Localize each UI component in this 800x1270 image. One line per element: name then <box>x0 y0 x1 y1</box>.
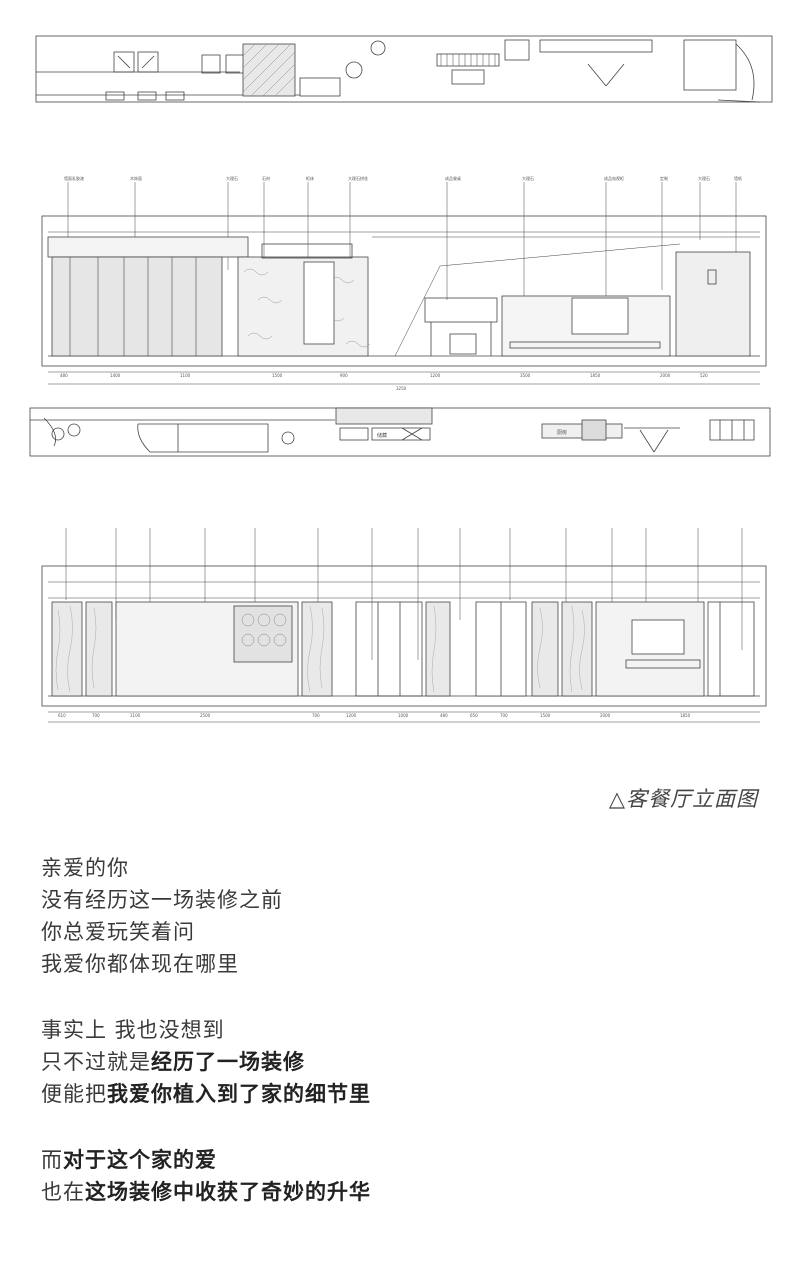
elevation-1: 墙面乳胶漆 木饰面 大理石 石材 柜体 大理石拼花 成品餐桌 大理石 成品电视柜 定制 大… <box>41 175 767 391</box>
svg-text:柜体: 柜体 <box>306 175 314 181</box>
poem-line: 也在这场装修中收获了奇妙的升华 <box>41 1180 371 1204</box>
svg-text:2000: 2000 <box>600 713 611 718</box>
svg-text:2500: 2500 <box>200 713 211 718</box>
svg-text:定制: 定制 <box>660 175 668 181</box>
svg-text:3500: 3500 <box>520 373 531 378</box>
svg-text:大理石: 大理石 <box>698 175 710 181</box>
svg-text:650: 650 <box>470 713 478 718</box>
poem-line: 只不过就是经历了一场装修 <box>41 1050 305 1074</box>
svg-text:700: 700 <box>92 713 100 718</box>
svg-text:700: 700 <box>312 713 320 718</box>
poem-line: 我爱你都体现在哪里 <box>41 952 239 976</box>
stanza-1: 亲爱的你 没有经历这一场装修之前 你总爱玩笑着问 我爱你都体现在哪里 <box>41 852 761 980</box>
svg-text:1400: 1400 <box>110 373 121 378</box>
svg-text:1100: 1100 <box>180 373 191 378</box>
floor-plan-middle: 储藏 厨房 <box>29 407 771 457</box>
poem-line: 亲爱的你 <box>41 856 129 880</box>
poem-line: 而对于这个家的爱 <box>41 1148 217 1172</box>
svg-text:大理石: 大理石 <box>522 175 534 181</box>
svg-text:厨房: 厨房 <box>557 429 567 436</box>
svg-text:墙纸: 墙纸 <box>734 175 742 181</box>
svg-text:480: 480 <box>60 373 68 378</box>
svg-text:520: 520 <box>700 373 708 378</box>
svg-text:1850: 1850 <box>680 713 691 718</box>
svg-text:木饰面: 木饰面 <box>130 175 142 181</box>
svg-text:成品电视柜: 成品电视柜 <box>604 175 624 181</box>
svg-text:大理石: 大理石 <box>226 175 238 181</box>
elevation-2: 610 700 1100 2500 700 1200 1000 480 650 700 150… <box>41 528 767 723</box>
svg-text:储藏: 储藏 <box>377 432 387 439</box>
svg-text:900: 900 <box>340 373 348 378</box>
svg-text:2000: 2000 <box>660 373 671 378</box>
svg-text:1200: 1200 <box>430 373 441 378</box>
poem-line: 没有经历这一场装修之前 <box>41 888 283 912</box>
poem-line: 事实上 我也没想到 <box>41 1018 225 1042</box>
svg-text:1000: 1000 <box>398 713 409 718</box>
svg-text:3250: 3250 <box>396 386 407 391</box>
svg-text:1500: 1500 <box>272 373 283 378</box>
svg-text:成品餐桌: 成品餐桌 <box>445 175 461 181</box>
emphasis-text: 对于这个家的爱 <box>63 1148 217 1172</box>
svg-text:700: 700 <box>500 713 508 718</box>
emphasis-text: 这场装修中收获了奇妙的升华 <box>85 1180 371 1204</box>
poem-line: 便能把我爱你植入到了家的细节里 <box>41 1082 371 1106</box>
emphasis-text: 经历了一场装修 <box>151 1050 305 1074</box>
svg-text:1500: 1500 <box>540 713 551 718</box>
svg-text:1100: 1100 <box>130 713 141 718</box>
poem-text: 亲爱的你 没有经历这一场装修之前 你总爱玩笑着问 我爱你都体现在哪里 事实上 我… <box>41 852 761 1242</box>
stanza-3: 而对于这个家的爱 也在这场装修中收获了奇妙的升华 <box>41 1144 761 1208</box>
svg-text:墙面乳胶漆: 墙面乳胶漆 <box>64 175 84 181</box>
svg-text:1200: 1200 <box>346 713 357 718</box>
poem-line: 你总爱玩笑着问 <box>41 920 195 944</box>
stanza-2: 事实上 我也没想到 只不过就是经历了一场装修 便能把我爱你植入到了家的细节里 <box>41 1014 761 1110</box>
floor-plan-top <box>35 35 773 103</box>
figure-caption: △客餐厅立面图 <box>608 787 758 811</box>
svg-text:石材: 石材 <box>262 175 270 181</box>
elevation-drawing: 墙面乳胶漆 木饰面 大理石 石材 柜体 大理石拼花 成品餐桌 大理石 成品电视柜 定制 大… <box>29 35 773 723</box>
svg-text:610: 610 <box>58 713 66 718</box>
svg-text:480: 480 <box>440 713 448 718</box>
emphasis-text: 我爱你植入到了家的细节里 <box>107 1082 371 1106</box>
svg-text:1850: 1850 <box>590 373 601 378</box>
svg-text:大理石拼花: 大理石拼花 <box>348 175 368 181</box>
